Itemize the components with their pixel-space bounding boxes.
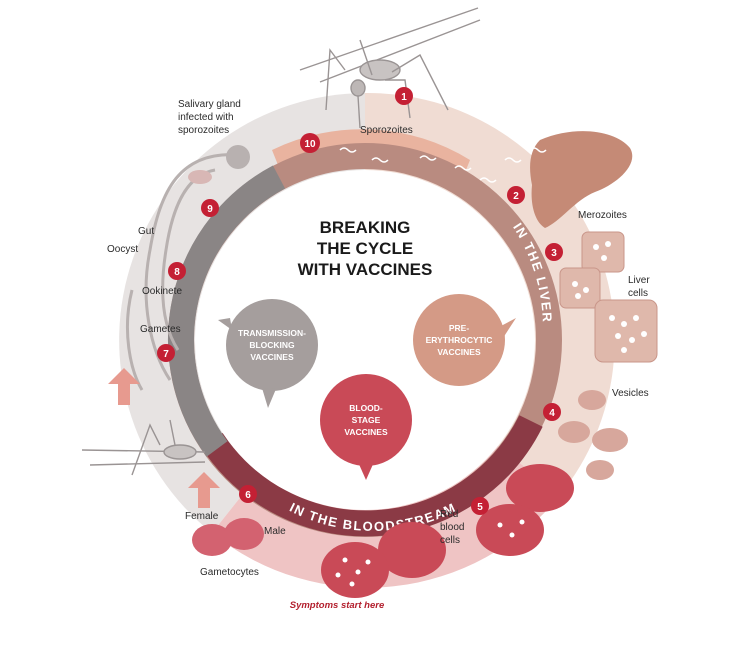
label-oocyst: Oocyst <box>107 244 138 255</box>
blood-stage-label-1: BLOOD- <box>349 403 383 413</box>
transmission-blocking-bubble: TRANSMISSION- BLOCKING VACCINES <box>218 299 318 408</box>
mosquito-bottom-illustration <box>81 419 206 476</box>
transmission-label-3: VACCINES <box>250 352 294 362</box>
title-line-2: THE CYCLE <box>317 239 413 258</box>
label-red-blood-cells-3: cells <box>440 535 460 546</box>
svg-text:6: 6 <box>245 490 251 501</box>
gametocytes-illustration <box>192 518 264 556</box>
label-red-blood-cells-2: blood <box>440 522 464 533</box>
pre-erythrocytic-label-3: VACCINES <box>437 347 481 357</box>
label-male: Male <box>264 526 286 537</box>
blood-stage-label-2: STAGE <box>352 415 381 425</box>
svg-text:2: 2 <box>513 191 519 202</box>
svg-text:3: 3 <box>551 248 557 259</box>
svg-text:8: 8 <box>174 267 180 278</box>
step-badge-6: 6 <box>239 485 257 503</box>
diagram-title: BREAKING THE CYCLE WITH VACCINES <box>298 218 433 279</box>
blood-stage-bubble: BLOOD- STAGE VACCINES <box>320 374 412 480</box>
red-blood-cells-illustration <box>321 464 574 598</box>
label-salivary-3: sporozoites <box>178 125 229 136</box>
step-badge-7: 7 <box>157 344 175 362</box>
blood-stage-label-3: VACCINES <box>344 427 388 437</box>
step-badge-9: 9 <box>201 199 219 217</box>
sporozoites-illustration <box>339 147 547 183</box>
step-badges: 1 2 3 4 5 6 7 8 9 10 <box>157 87 563 515</box>
label-salivary-2: infected with <box>178 112 234 123</box>
inner-ring <box>168 143 562 537</box>
label-female: Female <box>185 511 219 522</box>
label-liver-cells-1: Liver <box>628 275 650 286</box>
flow-arrows <box>108 368 220 508</box>
skin-band <box>272 129 470 180</box>
pre-erythrocytic-label-1: PRE- <box>449 323 469 333</box>
transmission-label-1: TRANSMISSION- <box>238 328 306 338</box>
label-gut: Gut <box>138 226 154 237</box>
symptoms-label: Symptoms start here <box>290 600 385 611</box>
step-badge-1: 1 <box>395 87 413 105</box>
svg-text:7: 7 <box>163 349 169 360</box>
liver-cells-illustration <box>559 231 658 363</box>
pre-erythrocytic-bubble: PRE- ERYTHROCYTIC VACCINES <box>413 294 516 386</box>
pre-erythrocytic-label-2: ERYTHROCYTIC <box>426 335 493 345</box>
svg-text:10: 10 <box>304 139 316 150</box>
label-sporozoites: Sporozoites <box>360 125 413 136</box>
annotation-labels: Salivary gland infected with sporozoites… <box>107 99 650 611</box>
label-merozoites: Merozoites <box>578 210 627 221</box>
svg-text:5: 5 <box>477 502 483 513</box>
salivary-gland-illustration <box>188 145 250 184</box>
step-badge-8: 8 <box>168 262 186 280</box>
svg-text:4: 4 <box>549 408 555 419</box>
step-badge-3: 3 <box>545 243 563 261</box>
step-badge-4: 4 <box>543 403 561 421</box>
vesicles-illustration <box>558 390 628 480</box>
transmission-label-2: BLOCKING <box>249 340 295 350</box>
label-salivary-1: Salivary gland <box>178 99 241 110</box>
step-badge-5: 5 <box>471 497 489 515</box>
step-badge-2: 2 <box>507 186 525 204</box>
label-liver-cells-2: cells <box>628 288 648 299</box>
liver-illustration <box>530 131 633 228</box>
title-line-1: BREAKING <box>320 218 411 237</box>
label-gametes: Gametes <box>140 324 181 335</box>
label-gametocytes: Gametocytes <box>200 567 259 578</box>
label-ookinete: Ookinete <box>142 286 182 297</box>
title-line-3: WITH VACCINES <box>298 260 433 279</box>
mosquito-top-illustration <box>299 7 481 129</box>
step-badge-10: 10 <box>300 133 320 153</box>
svg-text:1: 1 <box>401 92 407 103</box>
label-vesicles: Vesicles <box>612 388 649 399</box>
svg-text:9: 9 <box>207 204 213 215</box>
label-red-blood-cells-1: Red <box>440 509 458 520</box>
